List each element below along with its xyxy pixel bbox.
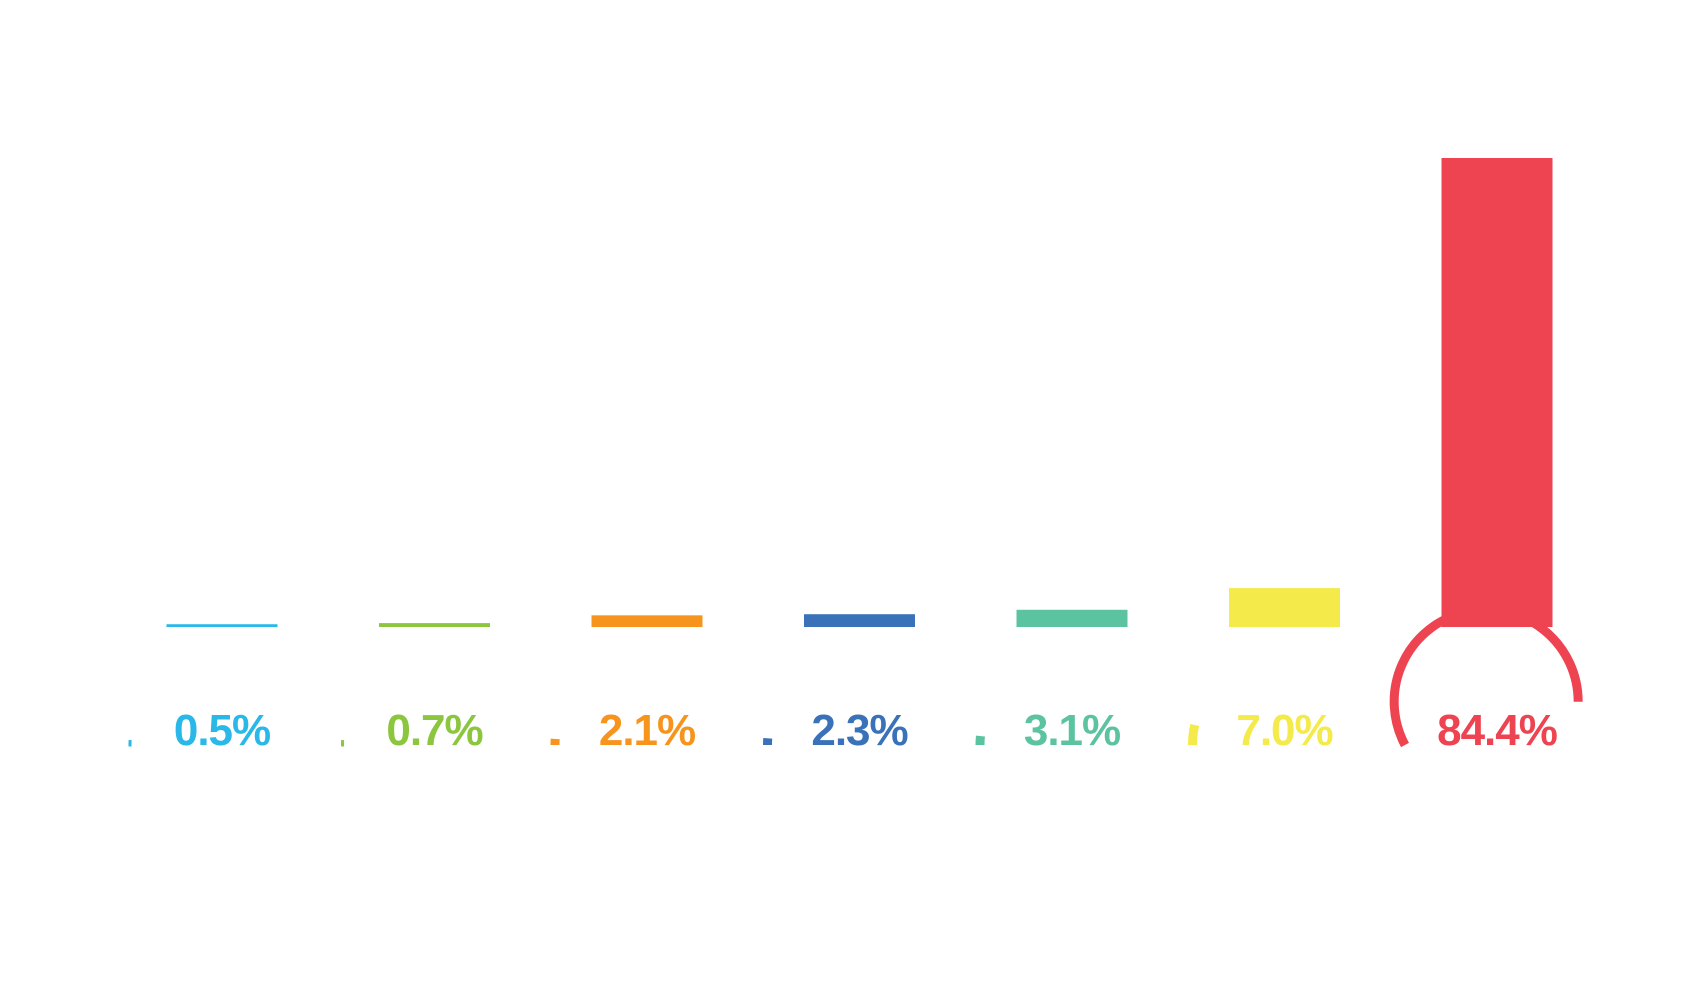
bar-5: [1016, 609, 1128, 627]
value-labels-layer: 0.5% 0.7% 2.1% 2.3% 3.1% 7.0% 84.4%: [174, 706, 1558, 755]
value-label-1: 0.5%: [174, 706, 270, 755]
bar-7: [1441, 158, 1553, 627]
bar-1: [166, 624, 278, 627]
value-label-2: 0.7%: [386, 706, 482, 755]
bar-4: [804, 614, 915, 627]
value-label-7: 84.4%: [1437, 706, 1557, 755]
gauge-markers-layer: [128, 605, 1583, 748]
gauge-marker-7: [1389, 605, 1583, 748]
bar-6: [1229, 588, 1340, 627]
value-label-4: 2.3%: [811, 706, 907, 755]
value-label-6: 7.0%: [1236, 706, 1332, 755]
bar-3: [591, 615, 703, 627]
value-label-3: 2.1%: [599, 706, 695, 755]
bars-layer: [166, 158, 1553, 627]
gauge-marker-6: [1188, 723, 1200, 746]
value-label-5: 3.1%: [1024, 706, 1120, 755]
bar-2: [379, 623, 490, 627]
